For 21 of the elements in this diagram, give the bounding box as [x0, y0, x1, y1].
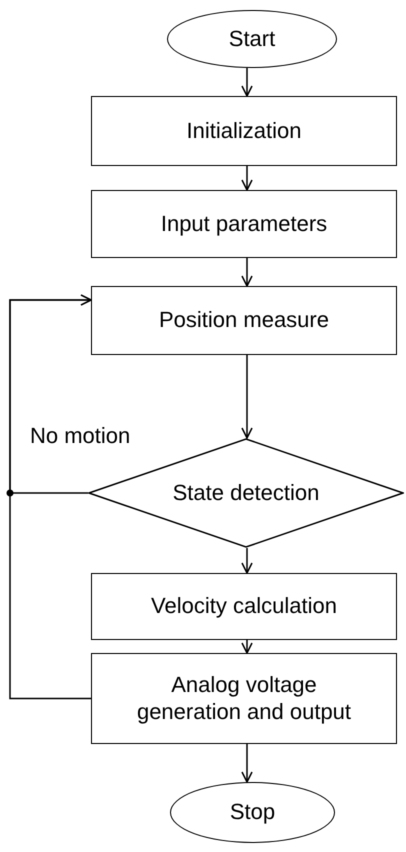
arrow [241, 548, 253, 574]
step-label: Position measure [159, 307, 329, 334]
arrow [241, 166, 253, 191]
process-box [91, 653, 397, 744]
arrow [9, 294, 92, 700]
step-label: Stop [230, 799, 276, 826]
arrow [241, 640, 253, 654]
arrow [241, 258, 253, 287]
process-box [91, 190, 397, 258]
process-box [91, 573, 397, 640]
process-box [91, 286, 397, 355]
process-box [91, 96, 397, 166]
step-label: Velocity calculation [151, 593, 337, 620]
arrow [241, 355, 253, 439]
step-label: State detection [172, 480, 320, 506]
arrow [241, 68, 253, 97]
step-label: Initialization [186, 118, 302, 144]
step-label: Analog voltage generation and output [136, 672, 352, 725]
step-label: Input parameters [160, 210, 328, 238]
step-label: Start [228, 26, 276, 52]
arrow [241, 744, 253, 783]
